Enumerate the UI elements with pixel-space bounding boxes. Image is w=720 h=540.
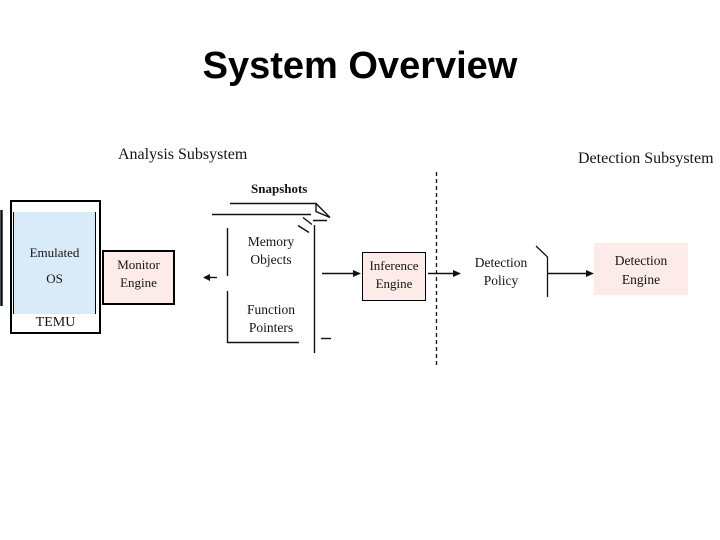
function-pointers-label: Function Pointers: [228, 301, 314, 337]
detection-engine-line2: Engine: [621, 272, 661, 287]
detection-engine-label: Detection Engine: [594, 251, 688, 289]
arrow-policy-to-engine-head: [586, 270, 594, 277]
memory-objects-line2: Objects: [250, 252, 292, 267]
memory-objects-line1: Memory: [247, 234, 295, 249]
monitor-engine-line2: Engine: [120, 275, 157, 290]
snapshot-page-back: [230, 202, 331, 219]
emulated-os-label: Emulated OS: [13, 240, 96, 292]
monitor-engine-box: [102, 250, 175, 305]
inference-engine-box: [362, 252, 426, 301]
detection-engine-box: [594, 243, 688, 295]
detection-subsystem-label: Detection Subsystem: [578, 150, 714, 167]
detection-policy-label: Detection Policy: [446, 254, 556, 290]
snapshots-label: Snapshots: [251, 181, 308, 196]
snapshot-page-front: [212, 213, 327, 234]
emulated-os-line2: OS: [46, 271, 63, 286]
emulated-os-box: [13, 212, 96, 314]
arrow-snapshots-to-monitor-head: [203, 274, 210, 281]
function-pointers-line2: Pointers: [248, 320, 294, 335]
inference-engine-label: Inference Engine: [362, 257, 426, 293]
monitor-engine-label: Monitor Engine: [102, 256, 175, 292]
emulated-os-line1: Emulated: [29, 245, 80, 260]
analysis-subsystem-label: Analysis Subsystem: [118, 146, 248, 163]
inference-engine-line1: Inference: [369, 258, 419, 273]
inference-engine-line2: Engine: [375, 276, 413, 291]
monitor-engine-line1: Monitor: [117, 257, 160, 272]
slide-title: System Overview: [202, 45, 518, 87]
detection-policy-line1: Detection: [474, 255, 528, 270]
detection-engine-line1: Detection: [614, 253, 668, 268]
arrow-snapshots-to-inference-head: [353, 270, 361, 277]
temu-label: TEMU: [35, 315, 76, 330]
function-pointers-line1: Function: [246, 302, 295, 317]
memory-objects-label: Memory Objects: [228, 233, 314, 269]
detection-policy-line2: Policy: [483, 273, 519, 288]
